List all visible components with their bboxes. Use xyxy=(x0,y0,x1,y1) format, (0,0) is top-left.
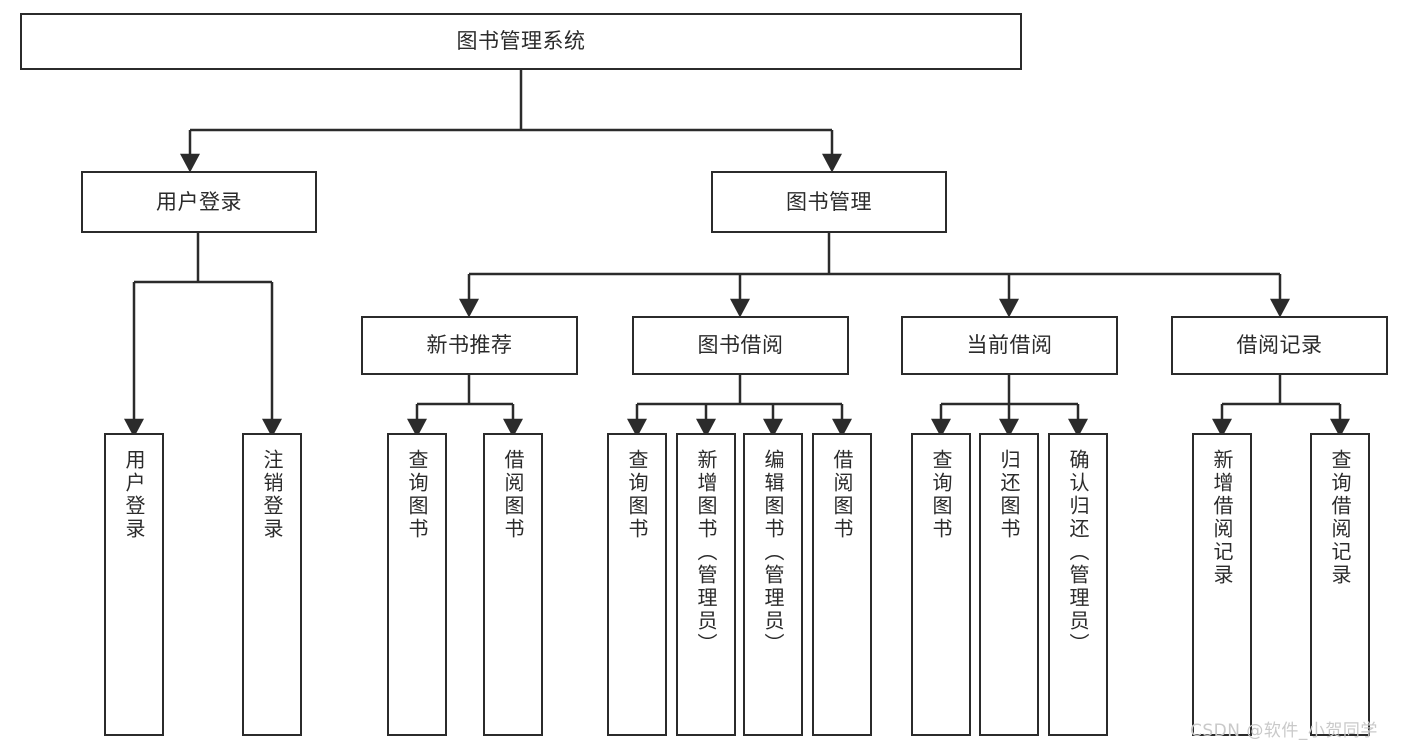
leaf-query-book-recommend-label: 查询图书 xyxy=(405,449,429,541)
leaf-query-borrow-record[interactable]: 查询借阅记录 xyxy=(1310,433,1370,736)
leaf-add-book-admin[interactable]: 新增图书（管理员） xyxy=(676,433,736,736)
node-root-system-label: 图书管理系统 xyxy=(456,29,586,54)
csdn-watermark: CSDN @软件_小贺同学 xyxy=(1190,721,1378,741)
leaf-return-book[interactable]: 归还图书 xyxy=(979,433,1039,736)
leaf-query-book-borrow-label: 查询图书 xyxy=(625,449,649,541)
leaf-user-login[interactable]: 用户登录 xyxy=(104,433,164,736)
node-book-borrow-label: 图书借阅 xyxy=(697,333,784,358)
node-user-login[interactable]: 用户登录 xyxy=(81,171,317,233)
leaf-return-book-label: 归还图书 xyxy=(997,449,1021,541)
leaf-edit-book-admin-label: 编辑图书（管理员） xyxy=(761,449,785,656)
leaf-query-book-recommend[interactable]: 查询图书 xyxy=(387,433,447,736)
leaf-confirm-return-admin[interactable]: 确认归还（管理员） xyxy=(1048,433,1108,736)
node-current-borrow-label: 当前借阅 xyxy=(966,333,1053,358)
node-current-borrow[interactable]: 当前借阅 xyxy=(901,316,1118,375)
leaf-borrow-book-label: 借阅图书 xyxy=(830,449,854,541)
node-book-management-label: 图书管理 xyxy=(786,189,872,214)
leaf-add-book-admin-label: 新增图书（管理员） xyxy=(694,449,718,656)
leaf-borrow-book-recommend[interactable]: 借阅图书 xyxy=(483,433,543,736)
leaf-query-book-borrow[interactable]: 查询图书 xyxy=(607,433,667,736)
node-new-book-recommend[interactable]: 新书推荐 xyxy=(361,316,578,375)
leaf-logout[interactable]: 注销登录 xyxy=(242,433,302,736)
leaf-logout-label: 注销登录 xyxy=(260,449,284,541)
node-new-book-recommend-label: 新书推荐 xyxy=(426,333,513,358)
leaf-borrow-book[interactable]: 借阅图书 xyxy=(812,433,872,736)
node-book-borrow[interactable]: 图书借阅 xyxy=(632,316,849,375)
leaf-user-login-label: 用户登录 xyxy=(122,449,146,541)
leaf-confirm-return-admin-label: 确认归还（管理员） xyxy=(1066,449,1090,656)
node-borrow-record-label: 借阅记录 xyxy=(1236,333,1323,358)
leaf-add-borrow-record[interactable]: 新增借阅记录 xyxy=(1192,433,1252,736)
leaf-borrow-book-recommend-label: 借阅图书 xyxy=(501,449,525,541)
leaf-add-borrow-record-label: 新增借阅记录 xyxy=(1210,449,1234,587)
leaf-query-book-current-label: 查询图书 xyxy=(929,449,953,541)
leaf-edit-book-admin[interactable]: 编辑图书（管理员） xyxy=(743,433,803,736)
node-root-system[interactable]: 图书管理系统 xyxy=(20,13,1022,70)
leaf-query-book-current[interactable]: 查询图书 xyxy=(911,433,971,736)
node-borrow-record[interactable]: 借阅记录 xyxy=(1171,316,1388,375)
leaf-query-borrow-record-label: 查询借阅记录 xyxy=(1328,449,1352,587)
node-book-management[interactable]: 图书管理 xyxy=(711,171,947,233)
node-user-login-label: 用户登录 xyxy=(156,189,242,214)
